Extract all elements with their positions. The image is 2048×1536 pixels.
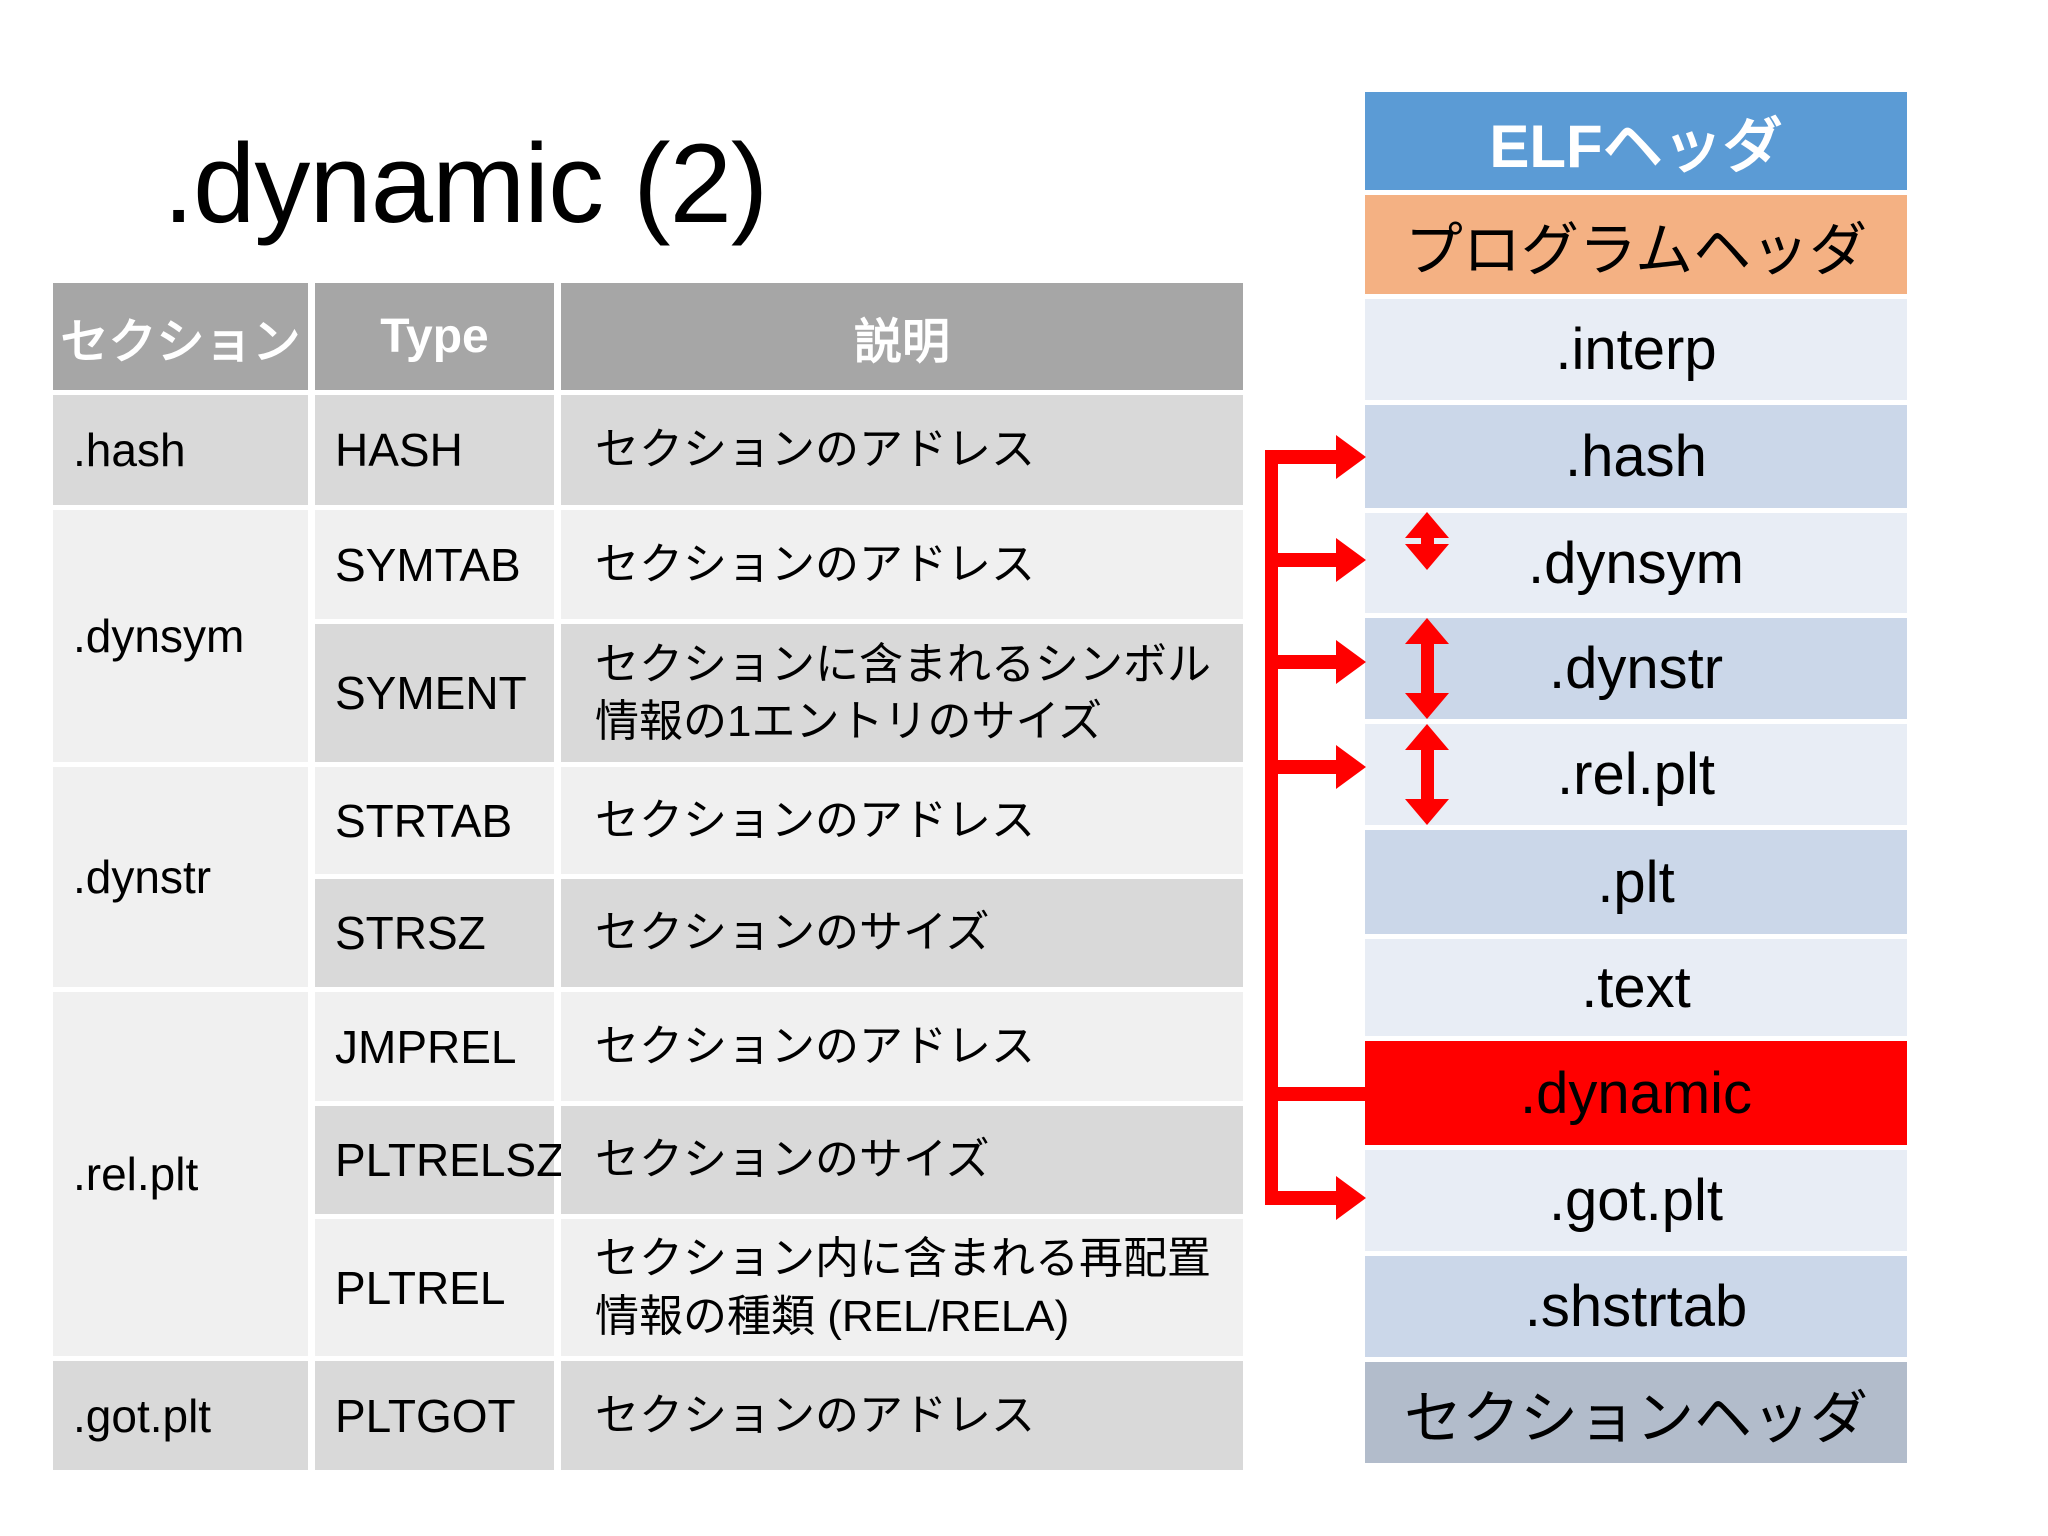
table-cell-type-syment: SYMENT [315, 624, 554, 762]
arrow-up-icon [1405, 512, 1449, 538]
diagram-row-hash: .hash [1365, 405, 1907, 508]
arrow-bar-to-gotplt [1265, 1191, 1336, 1205]
table-header-description: 説明 [561, 283, 1243, 390]
table-cell-desc-syment: セクションに含まれるシンボル情報の1エントリのサイズ [561, 624, 1243, 762]
diagram-row-relplt: .rel.plt [1365, 724, 1907, 825]
diagram-row-dynstr: .dynstr [1365, 618, 1907, 719]
size-arrow-syment-icon [1405, 512, 1449, 570]
size-arrow-pltrelsz-icon [1405, 724, 1449, 825]
diagram-row-dynsym: .dynsym [1365, 513, 1907, 613]
arrowhead-to-gotplt [1336, 1176, 1366, 1220]
table-cell-desc-hash: セクションのアドレス [561, 395, 1243, 505]
arrow-down-icon [1405, 544, 1449, 570]
diagram-row-gotplt: .got.plt [1365, 1150, 1907, 1251]
table-cell-section-gotplt: .got.plt [53, 1361, 308, 1470]
table-cell-desc-strsz: セクションのサイズ [561, 879, 1243, 987]
arrow-down-icon [1405, 799, 1449, 825]
elf-layout-diagram: ELFヘッダ プログラムヘッダ .interp .hash .dynsym .d… [1365, 92, 1907, 1468]
arrowhead-to-dynstr [1336, 640, 1366, 684]
arrow-bar-to-hash [1265, 450, 1336, 464]
diagram-row-interp: .interp [1365, 299, 1907, 400]
table-cell-type-symtab: SYMTAB [315, 510, 554, 619]
table-cell-section-hash: .hash [53, 395, 308, 505]
diagram-row-shstrtab: .shstrtab [1365, 1256, 1907, 1357]
diagram-row-plt: .plt [1365, 830, 1907, 934]
table-cell-type-strtab: STRTAB [315, 767, 554, 874]
dynamic-entries-table: セクション Type 説明 .hash HASH セクションのアドレス .dyn… [53, 283, 1243, 1470]
table-cell-section-relplt: .rel.plt [53, 992, 308, 1356]
table-cell-type-pltrel: PLTREL [315, 1219, 554, 1356]
table-cell-desc-pltrel: セクション内に含まれる再配置情報の種類 (REL/RELA) [561, 1219, 1243, 1356]
diagram-row-text: .text [1365, 939, 1907, 1036]
arrowhead-to-relplt [1336, 745, 1366, 789]
table-cell-type-pltrelsz: PLTRELSZ [315, 1106, 564, 1214]
table-cell-section-dynsym: .dynsym [53, 510, 308, 762]
table-cell-desc-strtab: セクションのアドレス [561, 767, 1243, 874]
table-cell-desc-pltgot: セクションのアドレス [561, 1361, 1243, 1470]
arrow-up-icon [1405, 618, 1449, 644]
arrow-bar-to-dynstr [1265, 655, 1336, 669]
table-header-section: セクション [53, 283, 308, 390]
table-cell-desc-pltrelsz: セクションのサイズ [561, 1106, 1243, 1214]
connector-bar-from-dynamic [1265, 1087, 1366, 1101]
table-cell-desc-symtab: セクションのアドレス [561, 510, 1243, 619]
diagram-row-dynamic: .dynamic [1365, 1041, 1907, 1145]
arrow-bar-to-dynsym [1265, 553, 1336, 567]
diagram-row-program-header: プログラムヘッダ [1365, 195, 1907, 294]
size-arrow-strsz-icon [1405, 618, 1449, 719]
diagram-row-section-header: セクションヘッダ [1365, 1362, 1907, 1463]
table-cell-desc-jmprel: セクションのアドレス [561, 992, 1243, 1101]
arrow-up-icon [1405, 724, 1449, 750]
table-cell-type-jmprel: JMPREL [315, 992, 554, 1101]
arrowhead-to-hash [1336, 435, 1366, 479]
table-cell-section-dynstr: .dynstr [53, 767, 308, 987]
arrowhead-to-dynsym [1336, 538, 1366, 582]
diagram-row-elf-header: ELFヘッダ [1365, 92, 1907, 190]
connector-trunk-line [1265, 450, 1278, 1205]
table-cell-type-pltgot: PLTGOT [315, 1361, 554, 1470]
arrow-bar-to-relplt [1265, 760, 1336, 774]
table-header-type: Type [315, 283, 554, 390]
table-cell-type-hash: HASH [315, 395, 554, 505]
slide-title: .dynamic (2) [163, 121, 768, 246]
table-cell-type-strsz: STRSZ [315, 879, 554, 987]
arrow-down-icon [1405, 693, 1449, 719]
